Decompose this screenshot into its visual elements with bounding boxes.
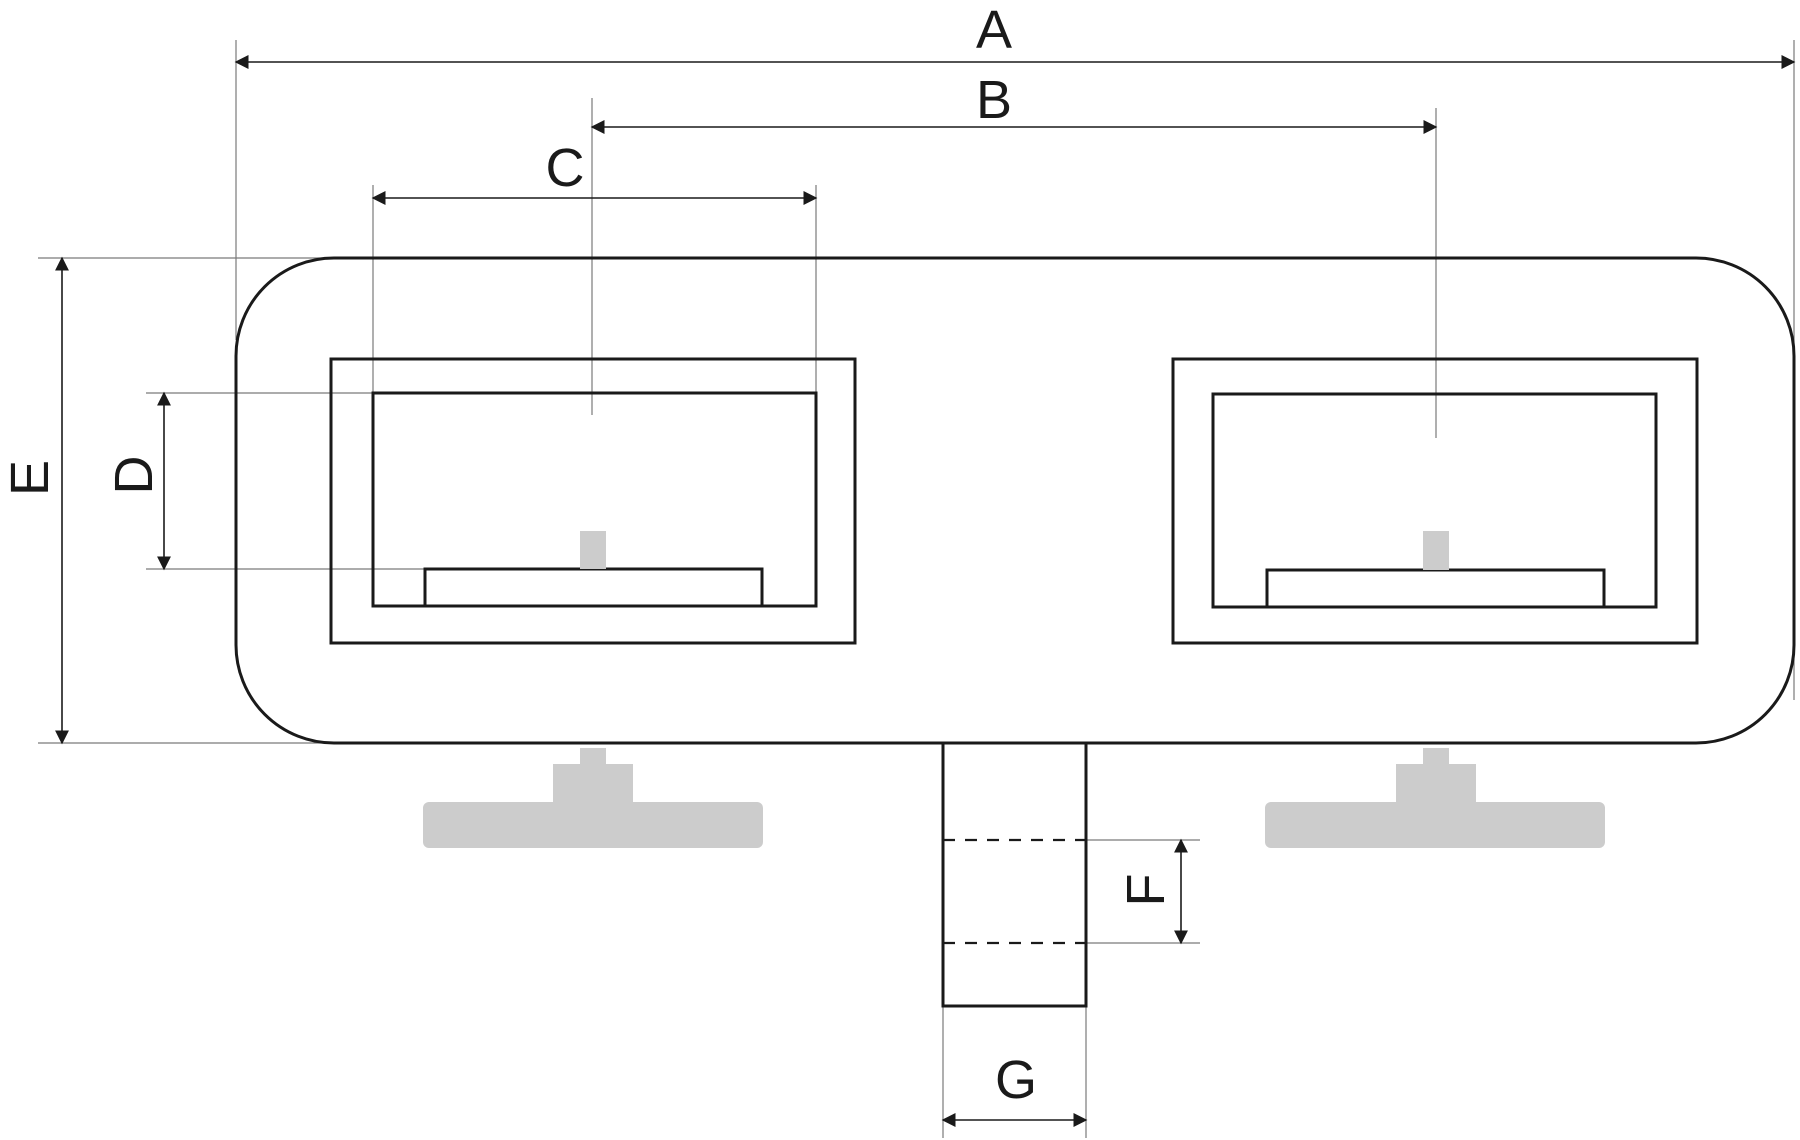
dimension-label-f: F: [1116, 874, 1176, 907]
ghost-mount-right: [1265, 748, 1605, 848]
right-window: [1171, 357, 1699, 645]
dimension-label-a: A: [976, 0, 1012, 60]
bottom-tab: [941, 741, 1088, 1008]
dimension-label-c: C: [546, 138, 585, 198]
ghost-mount-left: [423, 748, 763, 848]
dimension-label-e: E: [0, 460, 60, 496]
dimension-label-g: G: [995, 1050, 1037, 1110]
core-body-outline: [234, 256, 1796, 745]
left-window: [329, 357, 857, 645]
dimension-label-d: D: [104, 456, 164, 495]
dimension-label-b: B: [976, 70, 1012, 130]
